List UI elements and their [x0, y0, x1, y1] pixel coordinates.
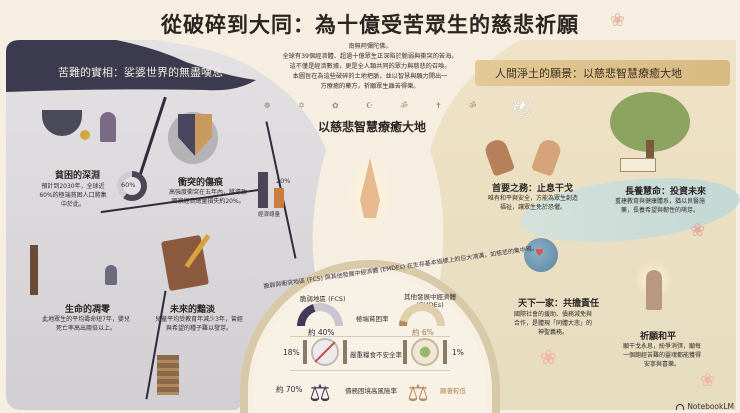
fork-icon — [403, 340, 407, 364]
fcs-debt-value: 約 70% — [276, 385, 303, 394]
empty-plate-icon — [311, 338, 339, 366]
lotus-icon: ❀ — [700, 370, 716, 391]
donut-chart-label: 60% — [121, 181, 136, 189]
sitting-child-icon — [105, 265, 117, 285]
card-title-peace-first: 首要之務：止息干戈 — [492, 184, 574, 194]
card-text-peace-first: 唯有和平與安全，方能為眾生創造福祉，讓眾生免於恐懼。 — [488, 195, 579, 211]
bar-before — [258, 172, 268, 208]
knife-icon — [343, 340, 347, 364]
coin-icon — [80, 130, 90, 140]
bar-chart-label: 20% — [276, 177, 291, 185]
fork-icon — [303, 340, 307, 364]
center-banner: 以慈悲智慧療癒大地 — [317, 120, 426, 134]
flower-icon: ✿ — [332, 100, 339, 110]
emdes-poverty-value: 約 6% — [412, 328, 434, 337]
card-text-conflict: 高強度衝突在五年內，將導致國家經濟總量損失約20%。 — [168, 189, 247, 205]
cross-icon: ✝ — [435, 100, 442, 110]
row-divider — [290, 370, 450, 371]
full-plate-icon — [411, 338, 439, 366]
globe-icon — [524, 238, 558, 272]
bar-after — [274, 188, 284, 208]
intro-line: 全球有39個經濟體、超過十億眾生正深陷於脆弱與衝突的苦海。 — [282, 53, 458, 60]
om-icon: ॐ — [400, 100, 408, 110]
dharma-wheel-icon: ☸ — [263, 100, 271, 110]
emdes-debt-value: 顯著較低 — [440, 387, 466, 395]
intro-line: 本圖旨在為這些破碎的土地把脈，並以智慧與願力開出一 — [292, 73, 448, 80]
right-heading-ribbon — [475, 60, 730, 86]
emdes-food-value: 1% — [452, 348, 464, 357]
card-title-pray-peace: 祈願和平 — [640, 332, 677, 342]
page-title: 從破碎到大同：為十億受苦眾生的慈悲祈願 — [161, 12, 579, 37]
star-icon: ✡ — [298, 100, 305, 110]
notebooklm-logo-icon — [676, 403, 685, 410]
lotus-icon: ❀ — [610, 10, 626, 31]
row-label-poverty: 極端貧困率 — [356, 315, 389, 323]
intro-line: 這不僅是經濟數據，更是全人類共同的眾力與慈悲的召喚。 — [289, 63, 451, 70]
card-text-pray-peace: 願干戈永息，紛爭消弭，願每一個飽經苦難的靈魂都能獲得安寧與喜樂。 — [622, 343, 701, 368]
withered-tree-icon — [30, 245, 38, 295]
crescent-icon: ☪ — [366, 100, 374, 110]
grieving-person-icon — [100, 112, 116, 142]
col-header-fcs: 脆弱地區 (FCS) — [300, 295, 346, 303]
left-section-heading: 苦難的實相：娑婆世界的無盡嘆息 — [58, 66, 223, 79]
brand-watermark: NotebookLM — [676, 402, 734, 411]
row-label-food: 嚴重糧食不安全率 — [350, 351, 402, 359]
knife-icon — [443, 340, 447, 364]
card-title-life: 生命的凋零 — [65, 305, 111, 315]
book-stack-icon — [157, 355, 179, 395]
religious-symbols-row: ☸ ✡ ✿ ☪ ॐ ✝ ॐ — [250, 98, 490, 112]
brand-name: NotebookLM — [687, 402, 734, 411]
card-title-future: 未來的黯淡 — [170, 305, 216, 315]
lotus-icon: ❀ — [690, 220, 706, 241]
card-text-invest-future: 重建教育與健康體系，猶以良醫施藥，長養希望與韌性的萌芽。 — [615, 198, 706, 214]
card-title-invest-future: 長養慧命：投資未來 — [625, 187, 707, 197]
heart-icon: ♥ — [535, 248, 544, 259]
right-section-heading: 人間淨土的願景：以慈悲智慧療癒大地 — [495, 67, 682, 80]
row-divider — [290, 336, 450, 337]
card-title-conflict: 衝突的傷痕 — [178, 178, 224, 188]
dove-icon: 🕊 — [512, 100, 533, 119]
row-label-debt: 債務困境高風險率 — [345, 387, 397, 395]
open-book-icon — [620, 158, 656, 172]
card-text-poverty: 預計到2030年，全球近60%的極端貧困人口將集中於此。 — [39, 183, 107, 208]
card-text-life: 此地眾生的平均壽命短7年，嬰兒死亡率高出兩倍以上。 — [42, 316, 130, 332]
fcs-food-value: 18% — [283, 348, 300, 357]
intro-line: 南無阿彌陀佛。 — [348, 43, 392, 50]
donut-chart-60 — [117, 171, 147, 201]
lotus-icon: ❀ — [540, 345, 557, 369]
scale-icon-fcs: ⚖ — [309, 379, 331, 407]
intro-line: 方療癒的藥方，祈願眾生離苦得樂。 — [320, 83, 420, 90]
om-icon: ॐ — [468, 100, 477, 110]
bar-chart-caption: 經濟總量 — [258, 212, 281, 218]
praying-figure-icon — [646, 270, 662, 310]
card-title-shared-responsibility: 天下一家：共擔責任 — [518, 299, 600, 309]
scale-icon-emdes: ⚖ — [407, 379, 429, 407]
tree-trunk — [646, 140, 654, 170]
fcs-poverty-value: 約 40% — [308, 328, 335, 337]
card-title-poverty: 貧困的深淵 — [55, 171, 101, 181]
intro-text: 南無阿彌陀佛。 全球有39個經濟體、超過十億眾生正深陷於脆弱與衝突的苦海。 這不… — [262, 42, 478, 92]
card-text-future: 兒童平均受教育年減少3年，曾經與希望的種子難以發芽。 — [155, 316, 243, 332]
card-text-shared-responsibility: 國際社會的援助、債務減免與合作，是體現「同體大悲」的神聖義務。 — [513, 311, 592, 336]
